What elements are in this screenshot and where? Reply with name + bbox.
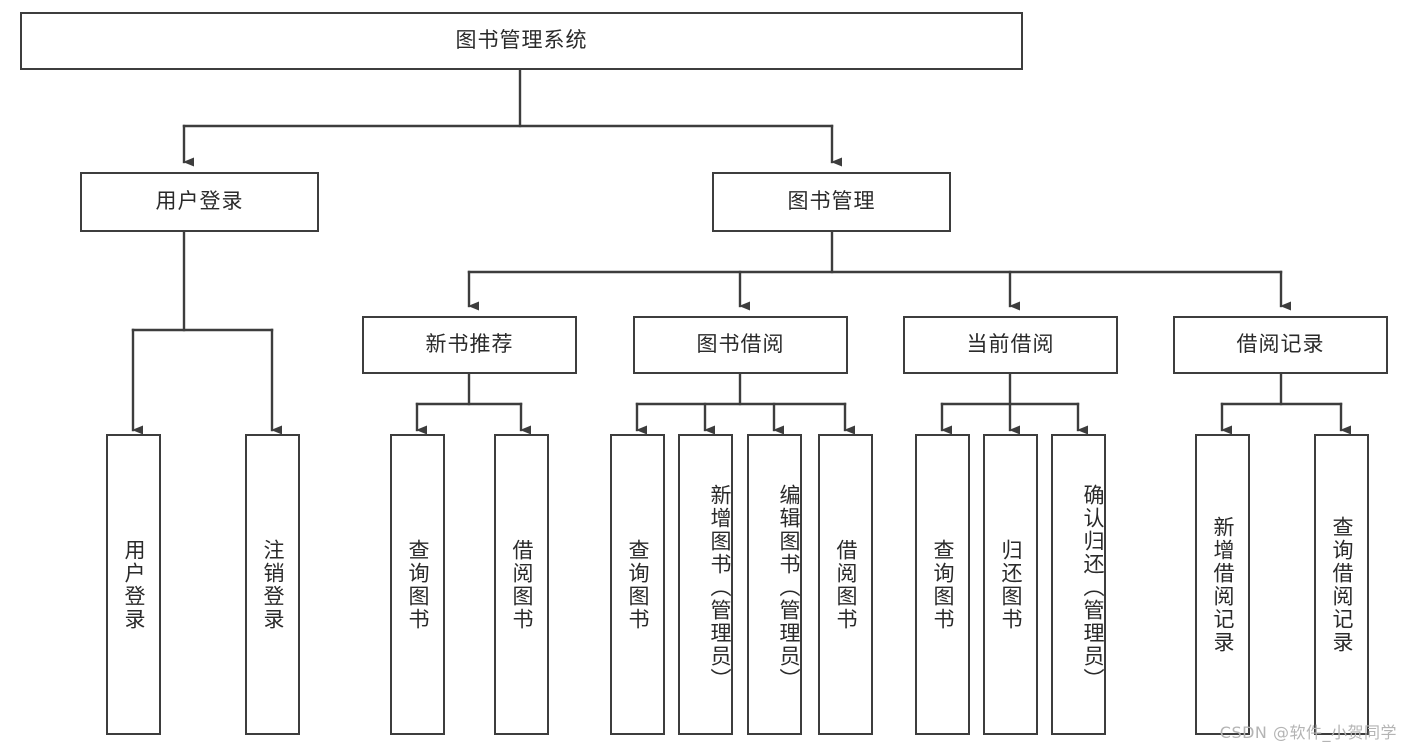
node-leaf-return-book[interactable]: 归还图书 bbox=[983, 434, 1038, 735]
node-leaf-user-login[interactable]: 用户登录 bbox=[106, 434, 161, 735]
node-root[interactable]: 图书管理系统 bbox=[20, 12, 1023, 70]
node-leaf-query-record[interactable]: 查询借阅记录 bbox=[1314, 434, 1369, 735]
node-user-login[interactable]: 用户登录 bbox=[80, 172, 319, 232]
node-leaf-add-record[interactable]: 新增借阅记录 bbox=[1195, 434, 1250, 735]
node-leaf-query-book-1[interactable]: 查询图书 bbox=[390, 434, 445, 735]
node-leaf-add-book[interactable]: 新增图书（管理员） bbox=[678, 434, 733, 735]
node-leaf-query-book-2[interactable]: 查询图书 bbox=[610, 434, 665, 735]
node-book-borrow[interactable]: 图书借阅 bbox=[633, 316, 848, 374]
node-borrow-record[interactable]: 借阅记录 bbox=[1173, 316, 1388, 374]
node-leaf-confirm-return[interactable]: 确认归还（管理员） bbox=[1051, 434, 1106, 735]
node-leaf-borrow-book-1[interactable]: 借阅图书 bbox=[494, 434, 549, 735]
node-leaf-borrow-book-2[interactable]: 借阅图书 bbox=[818, 434, 873, 735]
node-leaf-edit-book[interactable]: 编辑图书（管理员） bbox=[747, 434, 802, 735]
node-book-management[interactable]: 图书管理 bbox=[712, 172, 951, 232]
csdn-watermark: CSDN @软件_小贺同学 bbox=[1219, 723, 1397, 742]
node-current-borrow[interactable]: 当前借阅 bbox=[903, 316, 1118, 374]
node-leaf-query-book-3[interactable]: 查询图书 bbox=[915, 434, 970, 735]
node-leaf-logout-login[interactable]: 注销登录 bbox=[245, 434, 300, 735]
node-new-book-recommend[interactable]: 新书推荐 bbox=[362, 316, 577, 374]
